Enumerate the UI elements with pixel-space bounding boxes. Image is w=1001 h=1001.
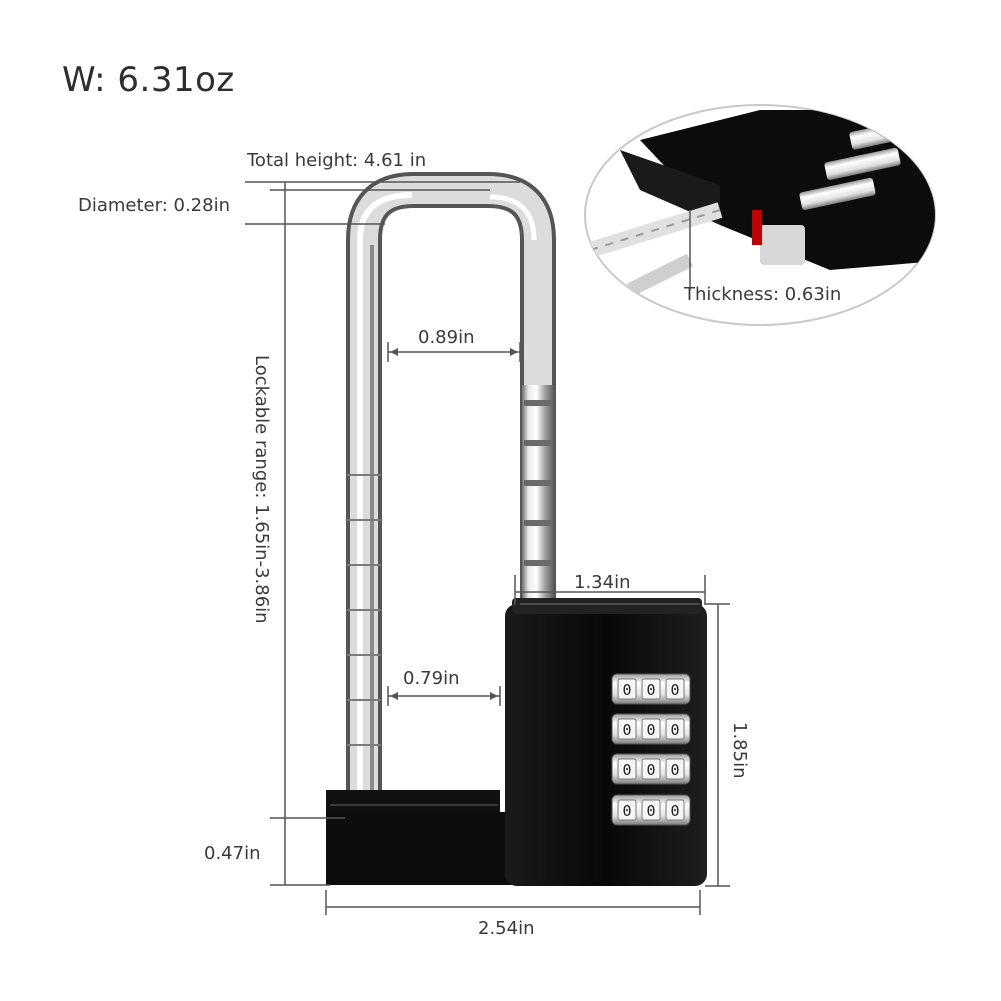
- shackle-notches-left: [347, 474, 381, 746]
- lockable-range-label: Lockable range: 1.65in-3.86in: [251, 355, 272, 624]
- dial-digit: 0: [622, 721, 631, 739]
- dial-digit: 0: [646, 721, 655, 739]
- shackle-notches-right: [522, 385, 554, 600]
- diameter-label: Diameter: 0.28in: [78, 195, 230, 216]
- dial-digit: 0: [622, 802, 631, 820]
- dial-digit: 0: [670, 681, 679, 699]
- total-width-label: 2.54in: [478, 918, 535, 939]
- dial-digit: 0: [622, 681, 631, 699]
- shackle-gap-bottom-label: 0.79in: [403, 668, 460, 689]
- thickness-label: Thickness: 0.63in: [684, 284, 842, 305]
- body-width-label: 1.34in: [574, 572, 631, 593]
- dial-digit: 0: [670, 802, 679, 820]
- dimension-arrowheads: [390, 348, 518, 700]
- dimension-lines: [245, 181, 730, 915]
- shackle-gap-top-label: 0.89in: [418, 327, 475, 348]
- dial-digit: 0: [670, 721, 679, 739]
- dial-digit: 0: [646, 761, 655, 779]
- dial-digit: 0: [622, 761, 631, 779]
- dial-digit: 0: [646, 681, 655, 699]
- total-height-label: Total height: 4.61 in: [247, 150, 427, 171]
- dial-digit: 0: [670, 761, 679, 779]
- body-height-label: 1.85in: [729, 722, 750, 779]
- base-height-label: 0.47in: [204, 843, 261, 864]
- thickness-inset: [584, 104, 936, 326]
- weight-label: W: 6.31oz: [62, 60, 235, 100]
- dial-digit: 0: [646, 802, 655, 820]
